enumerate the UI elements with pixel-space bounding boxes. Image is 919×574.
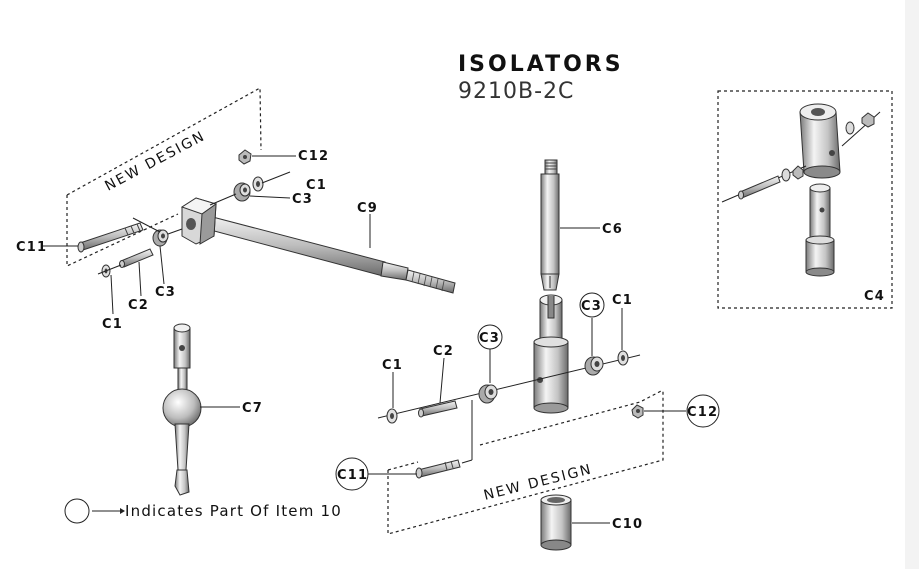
page-subtitle: 9210B-2C bbox=[458, 79, 574, 104]
label-c4: C4 bbox=[864, 289, 885, 304]
part-c9-shaft bbox=[202, 214, 456, 294]
new-design-label-left: NEW DESIGN bbox=[102, 128, 208, 195]
edge-strip bbox=[905, 0, 919, 569]
part-c1-top bbox=[252, 176, 264, 192]
part-c5-body bbox=[533, 294, 569, 414]
part-block bbox=[180, 197, 218, 245]
label-c3-left: C3 bbox=[155, 285, 176, 300]
label-c10: C10 bbox=[612, 517, 643, 532]
label-c6: C6 bbox=[602, 222, 623, 237]
circle-marker-c3-right bbox=[579, 292, 605, 318]
part-c12-right bbox=[631, 404, 644, 419]
c4-inset bbox=[717, 90, 893, 309]
label-c2-left: C2 bbox=[128, 298, 149, 313]
label-c9: C9 bbox=[357, 201, 378, 216]
label-c3-mid: C3 bbox=[479, 331, 500, 346]
label-c12-right: C12 bbox=[687, 405, 718, 420]
label-c3-top: C3 bbox=[292, 192, 313, 207]
circle-marker-c3-mid bbox=[477, 324, 503, 350]
part-c3-left bbox=[152, 229, 169, 247]
part-c3-top bbox=[233, 182, 251, 202]
part-c7-shifter bbox=[162, 323, 240, 496]
part-c12-left bbox=[238, 149, 252, 165]
label-c11-right: C11 bbox=[337, 468, 368, 483]
label-c1-left: C1 bbox=[102, 317, 123, 332]
label-c1-top: C1 bbox=[306, 178, 327, 193]
part-c2-left bbox=[119, 248, 154, 268]
label-c2-mid: C2 bbox=[433, 344, 454, 359]
page-title: ISOLATORS bbox=[458, 52, 624, 77]
label-c11-left: C11 bbox=[16, 240, 47, 255]
circle-marker-c12-right bbox=[686, 394, 720, 428]
part-c1-mid bbox=[386, 408, 398, 424]
legend-circle-icon bbox=[64, 498, 90, 524]
label-c7: C7 bbox=[242, 401, 263, 416]
part-c3-mid bbox=[478, 384, 498, 404]
label-c3-right: C3 bbox=[581, 299, 602, 314]
label-c1-mid: C1 bbox=[382, 358, 403, 373]
circle-marker-c11-right bbox=[335, 457, 369, 491]
label-c12-left: C12 bbox=[298, 149, 329, 164]
legend-text: Indicates Part Of Item 10 bbox=[125, 502, 342, 520]
part-c6-rod bbox=[540, 159, 600, 291]
part-c10-sleeve bbox=[540, 494, 610, 551]
part-c1-right bbox=[617, 350, 629, 366]
part-c11-right bbox=[415, 459, 461, 479]
part-c3-right bbox=[584, 356, 604, 376]
part-c2-mid bbox=[418, 400, 458, 418]
legend: Indicates Part Of Item 10 bbox=[64, 498, 342, 524]
part-c11-left bbox=[77, 222, 144, 253]
label-c1-right: C1 bbox=[612, 293, 633, 308]
